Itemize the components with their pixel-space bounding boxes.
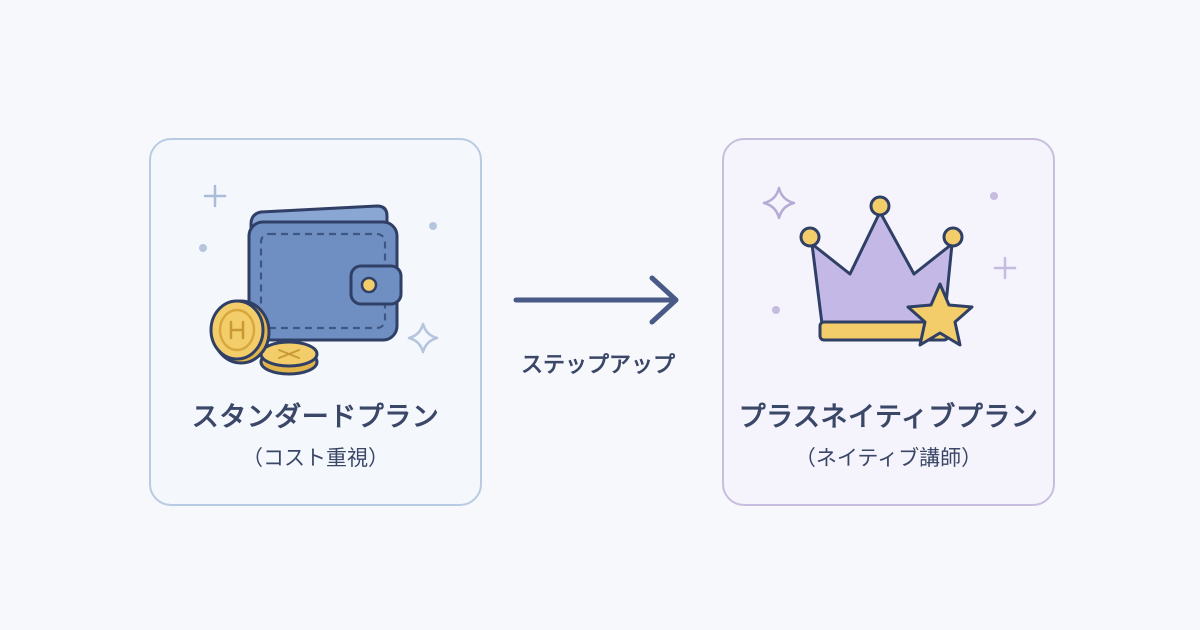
star-icon: [906, 282, 974, 347]
crown-with-star-icon: [762, 186, 1017, 347]
plus-native-plan-subtitle: （ネイティブ講師）: [794, 446, 983, 470]
right-arrow-icon: [513, 275, 679, 325]
step-up-label: ステップアップ: [520, 353, 675, 378]
sparkle-dot-icon: [199, 244, 207, 252]
sparkle-plus-icon: [203, 184, 227, 208]
sparkle-dot-icon: [429, 222, 437, 230]
wallet-with-coins-icon: [199, 184, 439, 376]
plus-native-plan-title: プラスネイティブプラン: [738, 402, 1039, 433]
sparkle-dot-icon: [772, 306, 780, 314]
coin-icon: [209, 299, 271, 365]
plus-native-plan-card: プラスネイティブプラン （ネイティブ講師）: [722, 138, 1055, 506]
sparkle-dot-icon: [990, 192, 998, 200]
sparkle-star-icon: [762, 186, 796, 220]
standard-plan-title: スタンダードプラン: [191, 402, 440, 433]
standard-plan-card: スタンダードプラン （コスト重視）: [149, 138, 482, 506]
coin-icon: [259, 340, 319, 376]
sparkle-plus-icon: [993, 256, 1017, 280]
sparkle-star-icon: [407, 322, 439, 354]
standard-plan-subtitle: （コスト重視）: [242, 446, 389, 470]
